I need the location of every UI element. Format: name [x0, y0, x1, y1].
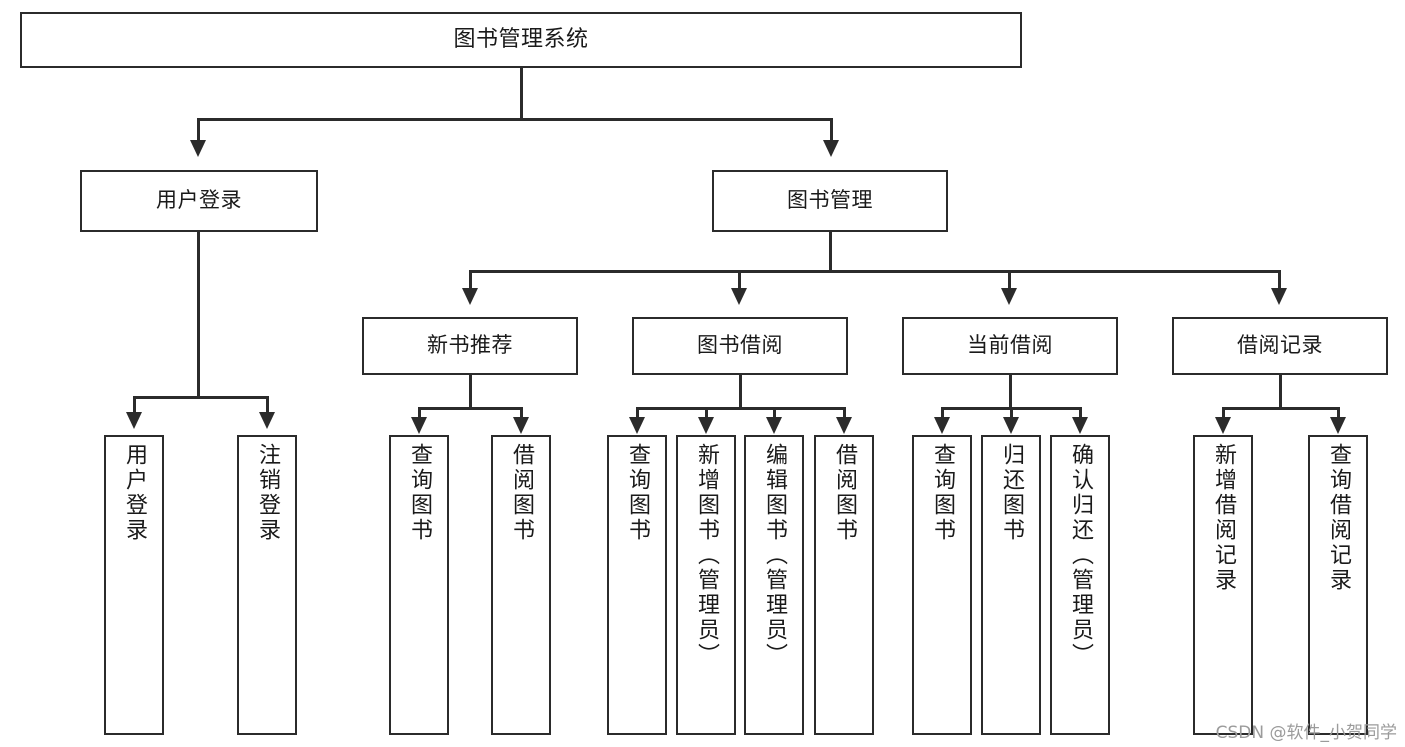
arrow-leaf-return-book	[1003, 417, 1019, 434]
edge-drop-leaf-borrow-book-2	[843, 407, 846, 421]
node-leaf-query-book-3[interactable]: 查询图书	[912, 435, 972, 735]
edge-drop-leaf-add-book	[705, 407, 708, 421]
arrow-current-borrow	[1001, 288, 1017, 305]
edge-bus-borrow-record	[1222, 407, 1339, 410]
arrow-leaf-add-book	[698, 417, 714, 434]
node-leaf-edit-book-label: 编辑图书（管理员）	[762, 443, 787, 668]
arrow-leaf-borrow-book-2	[836, 417, 852, 434]
node-leaf-query-record[interactable]: 查询借阅记录	[1308, 435, 1368, 735]
arrow-user-login	[190, 140, 206, 157]
arrow-book-borrow	[731, 288, 747, 305]
edge-drop-borrow-record	[1278, 270, 1281, 294]
node-leaf-query-book-1-label: 查询图书	[407, 443, 432, 543]
edge-book-manage-stem	[829, 232, 832, 272]
edge-drop-leaf-query-book-3	[941, 407, 944, 421]
node-leaf-add-record[interactable]: 新增借阅记录	[1193, 435, 1253, 735]
node-leaf-query-record-label: 查询借阅记录	[1326, 443, 1351, 593]
node-leaf-query-book-2-label: 查询图书	[625, 443, 650, 543]
edge-drop-leaf-edit-book	[773, 407, 776, 421]
edge-drop-leaf-query-book-1	[418, 407, 421, 421]
node-book-borrow[interactable]: 图书借阅	[632, 317, 848, 375]
node-current-borrow[interactable]: 当前借阅	[902, 317, 1118, 375]
edge-drop-leaf-return-book	[1010, 407, 1013, 421]
arrow-borrow-record	[1271, 288, 1287, 305]
node-leaf-add-book-label: 新增图书（管理员）	[694, 443, 719, 668]
node-leaf-logout-login-label: 注销登录	[255, 443, 280, 543]
node-root-system[interactable]: 图书管理系统	[20, 12, 1022, 68]
arrow-book-manage	[823, 140, 839, 157]
node-leaf-user-login[interactable]: 用户登录	[104, 435, 164, 735]
node-leaf-query-book-2[interactable]: 查询图书	[607, 435, 667, 735]
node-leaf-logout-login[interactable]: 注销登录	[237, 435, 297, 735]
node-borrow-record[interactable]: 借阅记录	[1172, 317, 1388, 375]
edge-bus-new-book-rec	[418, 407, 522, 410]
edge-drop-new-book-rec	[469, 270, 472, 294]
node-leaf-borrow-book-2-label: 借阅图书	[832, 443, 857, 543]
arrow-leaf-borrow-book-1	[513, 417, 529, 434]
edge-drop-current-borrow	[1008, 270, 1011, 294]
edge-drop-leaf-borrow-book-1	[520, 407, 523, 421]
edge-bus-user-login-leaves	[133, 396, 268, 399]
node-leaf-borrow-book-1[interactable]: 借阅图书	[491, 435, 551, 735]
node-book-manage[interactable]: 图书管理	[712, 170, 948, 232]
node-leaf-confirm-return[interactable]: 确认归还（管理员）	[1050, 435, 1110, 735]
arrow-leaf-user-login	[126, 412, 142, 429]
edge-drop-leaf-add-record	[1222, 407, 1225, 421]
edge-new-book-rec-stem	[469, 375, 472, 409]
arrow-new-book-rec	[462, 288, 478, 305]
arrow-leaf-query-book-3	[934, 417, 950, 434]
edge-drop-leaf-user-login	[133, 396, 136, 418]
node-user-login[interactable]: 用户登录	[80, 170, 318, 232]
node-leaf-edit-book[interactable]: 编辑图书（管理员）	[744, 435, 804, 735]
edge-drop-leaf-logout-login	[266, 396, 269, 418]
node-leaf-borrow-book-1-label: 借阅图书	[509, 443, 534, 543]
edge-bus-level3	[469, 270, 1281, 273]
node-leaf-borrow-book-2[interactable]: 借阅图书	[814, 435, 874, 735]
arrow-leaf-query-book-2	[629, 417, 645, 434]
node-leaf-return-book[interactable]: 归还图书	[981, 435, 1041, 735]
node-leaf-add-record-label: 新增借阅记录	[1211, 443, 1236, 593]
arrow-leaf-add-record	[1215, 417, 1231, 434]
edge-user-login-stem	[197, 232, 200, 398]
node-leaf-user-login-label: 用户登录	[122, 443, 147, 543]
node-leaf-add-book[interactable]: 新增图书（管理员）	[676, 435, 736, 735]
edge-root-stem	[520, 68, 523, 120]
node-new-book-rec[interactable]: 新书推荐	[362, 317, 578, 375]
edge-borrow-record-stem	[1279, 375, 1282, 409]
edge-drop-book-manage	[830, 118, 833, 146]
edge-drop-book-borrow	[738, 270, 741, 294]
arrow-leaf-logout-login	[259, 412, 275, 429]
node-leaf-query-book-3-label: 查询图书	[930, 443, 955, 543]
arrow-leaf-query-book-1	[411, 417, 427, 434]
edge-drop-user-login	[197, 118, 200, 146]
node-leaf-confirm-return-label: 确认归还（管理员）	[1068, 443, 1093, 668]
edge-drop-leaf-query-record	[1337, 407, 1340, 421]
node-leaf-return-book-label: 归还图书	[999, 443, 1024, 543]
arrow-leaf-query-record	[1330, 417, 1346, 434]
arrow-leaf-confirm-return	[1072, 417, 1088, 434]
csdn-watermark: CSDN @软件_小贺同学	[1215, 723, 1397, 743]
node-leaf-query-book-1[interactable]: 查询图书	[389, 435, 449, 735]
edge-book-borrow-stem	[739, 375, 742, 409]
edge-drop-leaf-query-book-2	[636, 407, 639, 421]
edge-bus-book-borrow	[636, 407, 845, 410]
edge-current-borrow-stem	[1009, 375, 1012, 409]
edge-drop-leaf-confirm-return	[1079, 407, 1082, 421]
edge-bus-level2	[197, 118, 833, 121]
arrow-leaf-edit-book	[766, 417, 782, 434]
